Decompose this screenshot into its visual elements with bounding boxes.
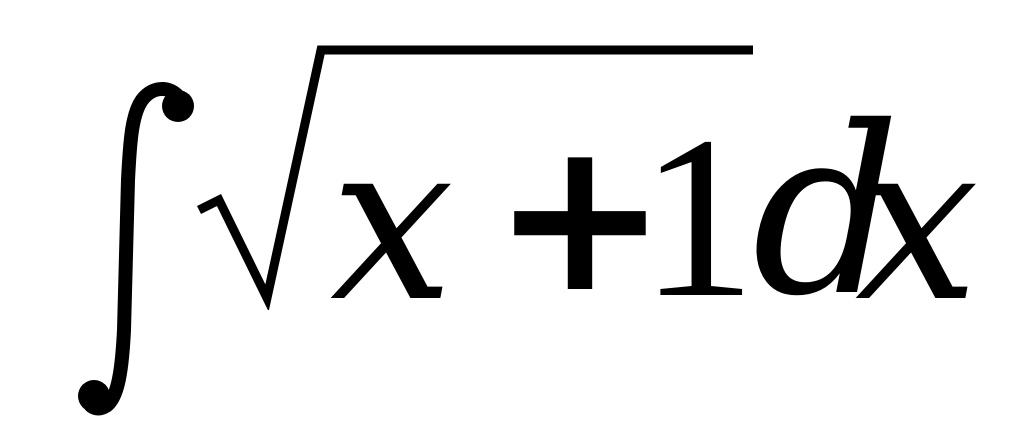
differential-d: d bbox=[752, 77, 901, 347]
differential-variable-x: x bbox=[855, 94, 980, 350]
constant-one: 1 bbox=[640, 89, 756, 346]
integral-icon bbox=[78, 82, 194, 416]
variable-x: x bbox=[330, 94, 455, 350]
square-root-icon bbox=[196, 45, 753, 310]
plus-operator: + bbox=[492, 94, 668, 339]
